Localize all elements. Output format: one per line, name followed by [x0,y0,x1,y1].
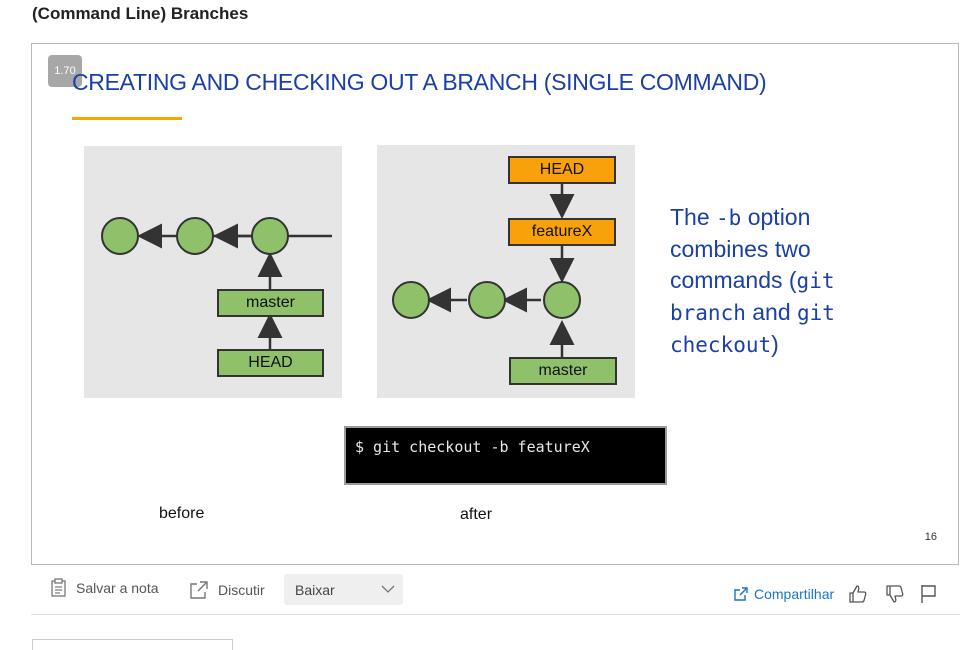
save-note-label: Salvar a nota [76,580,159,596]
commit-node [101,217,139,255]
desc-text: combines two [670,236,811,262]
share-label: Compartilhar [754,586,835,602]
commit-node [543,281,581,319]
caption-after: after [460,506,493,523]
terminal-window: $ git checkout -b featureX [344,426,667,485]
commit-node [392,281,430,319]
desc-code: git [796,269,835,293]
title-underline [72,117,182,120]
option-description: The -b option combines two commands (git… [670,202,835,361]
desc-text: The [670,204,717,230]
flag-icon [921,585,936,603]
discuss-label: Discutir [218,582,265,598]
desc-code: git [797,301,835,325]
save-note-button[interactable]: Salvar a nota [51,578,159,598]
page-title: (Command Line) Branches [32,4,249,23]
master-label: master [509,357,617,385]
master-label: master [217,289,324,317]
terminal-command: $ git checkout -b featureX [355,438,590,456]
desc-text: ) [771,331,779,357]
slide-title: CREATING AND CHECKING OUT A BRANCH (SING… [72,69,767,95]
head-label: HEAD [508,156,616,184]
thumbs-up-icon [849,585,867,603]
download-select-value: Baixar [295,582,335,598]
desc-code: checkout [670,333,772,357]
head-label: HEAD [217,349,324,377]
share-icon [734,587,748,601]
discuss-button[interactable]: Discutir [189,580,265,600]
desc-text: commands ( [670,267,797,293]
desc-text: and [745,299,798,325]
dislike-button[interactable] [885,584,905,609]
commit-node [251,217,289,255]
download-select[interactable]: Baixar [284,574,403,605]
slide-viewer: 1.70 CREATING AND CHECKING OUT A BRANCH … [31,43,959,565]
caption-before: before [159,505,205,522]
commit-node [176,217,214,255]
after-diagram: HEAD featureX master [377,145,635,398]
desc-code: branch [670,301,746,325]
note-icon [51,578,66,597]
desc-text: option [741,204,811,230]
after-commit-graph [392,184,581,358]
slide-number: 16 [924,531,937,543]
commit-node [468,281,506,319]
thumbs-down-icon [886,585,904,603]
external-link-icon [190,581,208,599]
slide-toolbar: Salvar a nota Discutir Baixar Compartilh… [31,566,960,615]
chevron-down-icon [381,585,395,593]
report-button[interactable] [920,584,938,609]
before-diagram: master HEAD [84,146,342,398]
desc-code: -b [716,206,742,230]
slide-badge: 1.70 [48,55,82,87]
share-button[interactable]: Compartilhar [734,586,834,602]
featurex-label: featureX [508,218,616,246]
before-commit-graph [101,217,332,349]
like-button[interactable] [848,584,868,609]
